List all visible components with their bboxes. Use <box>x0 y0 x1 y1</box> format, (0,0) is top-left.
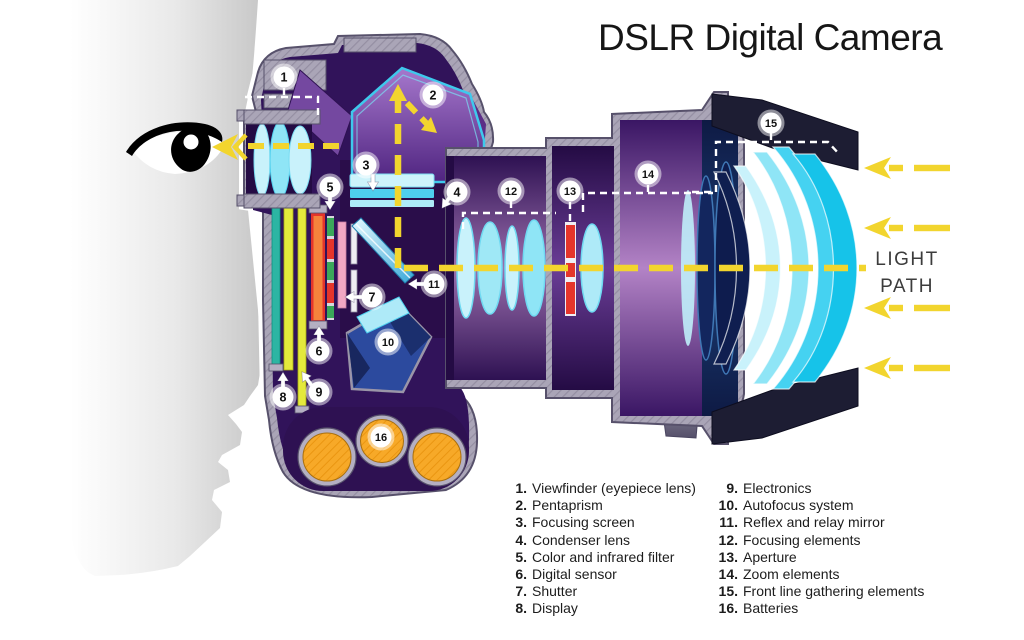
display-strip <box>271 199 281 367</box>
callout-15: 15 <box>757 109 785 137</box>
electronics-strip-1 <box>283 199 294 371</box>
svg-text:10: 10 <box>382 337 394 349</box>
up-arrowhead <box>389 84 407 101</box>
eye-arrowhead <box>212 134 238 160</box>
light-path-line1: LIGHT <box>875 249 939 270</box>
callout-circles: 1 2 3 4 5 6 7 8 9 10 11 12 13 14 15 16 <box>269 63 785 451</box>
svg-text:5: 5 <box>327 181 334 195</box>
legend-item: 10.Autofocus system <box>718 497 854 514</box>
svg-text:14: 14 <box>642 169 655 181</box>
light-path-label: LIGHT PATH <box>853 246 961 300</box>
callout-9: 9 <box>305 378 333 406</box>
svg-text:11: 11 <box>428 279 440 291</box>
callout-2: 2 <box>419 81 447 109</box>
callout-7: 7 <box>358 283 386 311</box>
svg-text:8: 8 <box>280 391 287 405</box>
focusing-screen-condenser <box>349 173 435 207</box>
aperture-blades <box>565 222 576 316</box>
callout-3: 3 <box>352 151 380 179</box>
eye <box>126 122 224 174</box>
prism-diagonal-beam <box>404 100 430 127</box>
svg-text:13: 13 <box>564 186 576 198</box>
callout-4: 4 <box>443 178 471 206</box>
svg-text:7: 7 <box>369 291 376 305</box>
legend-item: 15.Front line gathering elements <box>718 583 925 600</box>
light-path-beams <box>212 84 950 379</box>
battery-left <box>297 427 357 487</box>
svg-text:3: 3 <box>363 159 370 173</box>
callout-6: 6 <box>305 337 333 365</box>
legend-item: 13.Aperture <box>718 548 797 565</box>
color-ir-filter-strip <box>327 216 334 320</box>
svg-text:1: 1 <box>281 71 288 85</box>
legend-item: 9.Electronics <box>726 480 812 496</box>
outline-viewfinder <box>245 95 320 116</box>
head-silhouette <box>70 0 262 576</box>
callout-13: 13 <box>556 177 584 205</box>
head-profile <box>70 0 262 576</box>
camera-body <box>236 32 495 499</box>
legend-item: 12.Focusing elements <box>718 531 861 548</box>
legend-column-1: 1.Viewfinder (eyepiece lens) 2.Pentapris… <box>509 480 711 618</box>
lens-hood <box>711 93 859 445</box>
legend-column-2: 9.Electronics 10.Autofocus system 11.Ref… <box>711 480 925 618</box>
autofocus-module <box>345 296 433 394</box>
legend-item: 5.Color and infrared filter <box>515 548 675 565</box>
internal-block-c <box>343 37 417 53</box>
legend-item: 7.Shutter <box>515 583 578 600</box>
light-arrow-2 <box>864 217 950 239</box>
battery-grip <box>283 407 469 491</box>
callout-10: 10 <box>374 328 402 356</box>
callout-16: 16 <box>367 423 395 451</box>
legend-item: 2.Pentaprism <box>515 497 603 514</box>
legend-item: 1.Viewfinder (eyepiece lens) <box>515 480 696 496</box>
sensor-core <box>313 216 323 320</box>
light-arrow-1 <box>864 157 950 179</box>
legend-item: 11.Reflex and relay mirror <box>719 514 885 531</box>
filter-pink-strip <box>337 221 347 309</box>
lens-hood-bottom <box>711 367 859 445</box>
outline-front-elements <box>692 140 841 194</box>
outline-focusing-elements <box>461 211 556 229</box>
svg-text:4: 4 <box>454 186 461 200</box>
callout-12: 12 <box>497 177 525 205</box>
eye-pupil-highlight <box>183 134 199 150</box>
front-elements <box>713 146 858 390</box>
callout-11: 11 <box>420 270 448 298</box>
callout-8: 8 <box>269 383 297 411</box>
callout-1: 1 <box>270 63 298 91</box>
svg-text:2: 2 <box>430 89 437 103</box>
callout-14: 14 <box>634 160 662 188</box>
light-arrow-3 <box>864 297 950 319</box>
legend: 1.Viewfinder (eyepiece lens) 2.Pentapris… <box>509 480 924 618</box>
svg-text:15: 15 <box>765 118 777 130</box>
eye-arrow-chevron <box>231 133 248 161</box>
legend-item: 6.Digital sensor <box>515 566 617 583</box>
viewfinder-eyepiece <box>243 109 321 209</box>
light-path-line2: PATH <box>880 276 934 297</box>
legend-item: 3.Focusing screen <box>515 514 635 531</box>
page-title: DSLR Digital Camera <box>598 17 943 58</box>
callout-5: 5 <box>316 173 344 201</box>
svg-text:12: 12 <box>505 186 517 198</box>
legend-item: 16.Batteries <box>718 600 799 617</box>
legend-item: 4.Condenser lens <box>515 531 631 548</box>
svg-text:16: 16 <box>375 432 387 444</box>
lens-hood-top <box>711 93 859 171</box>
legend-item: 14.Zoom elements <box>718 566 840 583</box>
diagonal-arrowhead <box>421 117 437 133</box>
svg-text:9: 9 <box>316 386 323 400</box>
legend-item: 8.Display <box>515 600 578 617</box>
battery-right <box>407 427 467 487</box>
svg-text:6: 6 <box>316 345 323 359</box>
light-arrow-4 <box>864 357 950 379</box>
